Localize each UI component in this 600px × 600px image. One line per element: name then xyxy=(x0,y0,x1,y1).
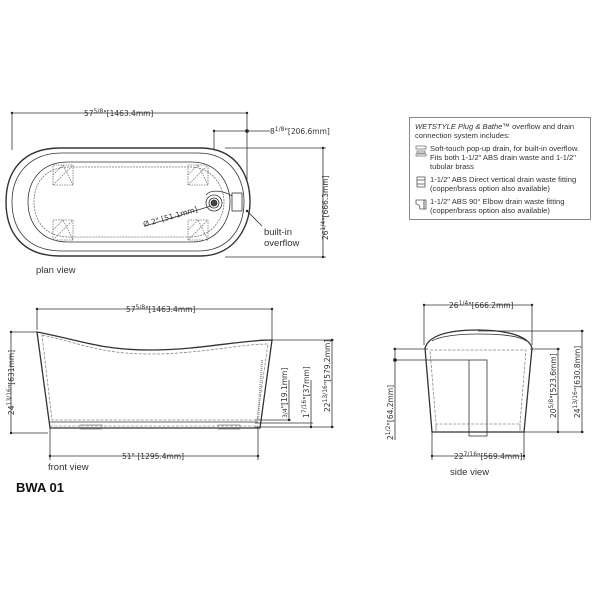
legend-brand: WETSTYLE Plug & Bathe™ xyxy=(415,122,510,131)
front-height-dim: 2413/16"[631mm] xyxy=(6,350,16,415)
front-length-dim: 575/8"[1463.4mm] xyxy=(126,304,195,314)
plan-length-dim: 575/8"[1463.4mm] xyxy=(84,108,153,118)
overflow-callout-line1: built-in xyxy=(264,227,292,238)
plan-width-dim: 261/4"[666.3mm] xyxy=(320,175,330,240)
legend-item-text: Soft-touch pop-up drain, for built-in ov… xyxy=(430,144,580,171)
plan-view xyxy=(5,111,326,259)
elbow-fitting-icon xyxy=(415,199,427,210)
front-rim-height-dim: 2213/16"[579.2mm] xyxy=(322,340,332,412)
side-height-dim: 2413/16"[630.8mm] xyxy=(572,346,582,418)
vertical-fitting-icon xyxy=(416,176,426,188)
side-drop-dim: 21/2"[64.2mm] xyxy=(385,385,395,440)
pop-up-drain-icon xyxy=(415,145,427,157)
legend-item: 1-1/2" ABS 90° Elbow drain waste fitting… xyxy=(415,197,585,215)
side-base-dim: 227/16"[569.4mm] xyxy=(454,451,522,461)
side-view xyxy=(393,303,584,460)
plan-drain-offset-dim: 81/8"[206.6mm] xyxy=(270,126,330,136)
front-view-label: front view xyxy=(48,462,89,473)
legend-header-text: overflow and drain connection system inc… xyxy=(415,122,575,140)
plan-view-label: plan view xyxy=(36,265,76,276)
front-view xyxy=(9,307,334,460)
side-view-label: side view xyxy=(450,467,489,478)
legend-item-text: 1-1/2" ABS 90° Elbow drain waste fitting… xyxy=(430,197,565,215)
legend-item: 1-1/2" ABS Direct vertical drain waste f… xyxy=(415,175,585,193)
side-inner-height-dim: 205/8"[523.6mm] xyxy=(548,353,558,418)
drain-system-legend: WETSTYLE Plug & Bathe™ overflow and drai… xyxy=(409,117,591,220)
front-drop-dim-2: 17/16"[37mm] xyxy=(301,366,311,418)
legend-item: Soft-touch pop-up drain, for built-in ov… xyxy=(415,144,585,171)
front-base-dim: 51" [1295.4mm] xyxy=(122,452,184,461)
legend-header: WETSTYLE Plug & Bathe™ overflow and drai… xyxy=(415,122,585,140)
side-width-dim: 261/4"[666.2mm] xyxy=(449,300,514,310)
front-drop-dim-1: 3/4"[19.1mm] xyxy=(280,368,289,418)
overflow-callout-line2: overflow xyxy=(264,238,300,249)
legend-item-text: 1-1/2" ABS Direct vertical drain waste f… xyxy=(430,175,577,193)
model-title: BWA 01 xyxy=(16,480,64,495)
